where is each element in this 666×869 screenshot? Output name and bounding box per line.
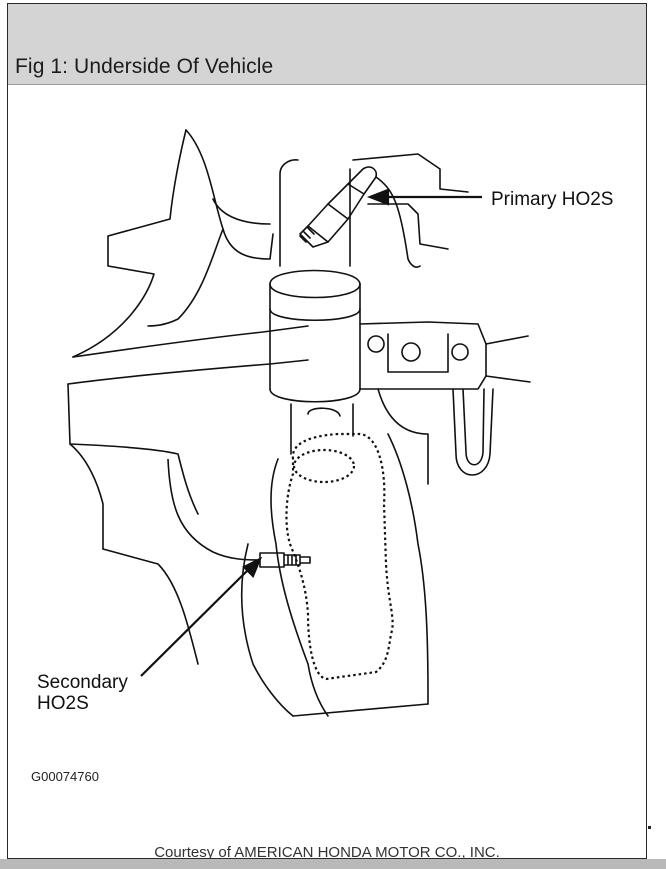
crossmember-upper <box>72 325 309 358</box>
engine-block-inner <box>147 228 224 327</box>
secondary-ho2s-label: Secondary HO2S <box>37 672 128 714</box>
primary-sensor <box>299 166 378 248</box>
scroll-marker <box>648 826 651 829</box>
converter-mid-band <box>269 308 361 321</box>
body-lower-left <box>67 383 199 515</box>
lower-body-left <box>270 458 329 717</box>
right-lower-body <box>377 388 429 485</box>
body-outline-left <box>72 129 187 358</box>
engine-block-outline <box>185 129 274 260</box>
bolt-3 <box>451 343 469 361</box>
bracket-inner <box>387 333 449 373</box>
figure-title: Fig 1: Underside Of Vehicle <box>15 55 274 78</box>
downpipe-left <box>279 159 299 267</box>
secondary-sensor <box>259 552 311 568</box>
right-frame-mid <box>367 203 449 250</box>
bolt-1 <box>367 335 385 353</box>
bolt-2 <box>401 342 421 362</box>
body-bottom <box>102 548 199 665</box>
right-loop-pipe <box>452 388 494 476</box>
figure-header: Fig 1: Underside Of Vehicle <box>8 4 646 85</box>
converter-top <box>269 269 361 285</box>
secondary-sensor-wire <box>167 458 261 561</box>
bottom-bar <box>0 859 666 869</box>
right-loop-inner <box>462 388 485 466</box>
engine-detail <box>212 198 271 225</box>
pipe-flange <box>307 407 341 417</box>
right-frame-upper <box>352 153 469 193</box>
converter-bottom <box>269 388 361 403</box>
lower-body-right <box>387 433 429 705</box>
exhaust-diagram <box>67 129 531 717</box>
body-left-edge <box>69 443 104 550</box>
secondary-label-line2: HO2S <box>37 693 89 714</box>
secondary-label-line1: Secondary <box>37 672 128 693</box>
figure-frame: Fig 1: Underside Of Vehicle <box>7 3 647 861</box>
crossmember-lower <box>67 359 309 385</box>
primary-arrowhead <box>366 188 390 206</box>
right-edge-lines <box>485 335 531 383</box>
dotted-flange <box>292 448 356 484</box>
lower-body-base <box>292 703 429 717</box>
primary-sensor-wire <box>375 176 421 268</box>
courtesy-credit: Courtesy of AMERICAN HONDA MOTOR CO., IN… <box>154 844 500 861</box>
figure-code: G00074760 <box>31 769 99 784</box>
converter-top-rim <box>269 283 361 299</box>
secondary-leader <box>140 565 253 677</box>
primary-ho2s-label: Primary HO2S <box>491 189 614 210</box>
secondary-arrowhead <box>242 556 263 578</box>
